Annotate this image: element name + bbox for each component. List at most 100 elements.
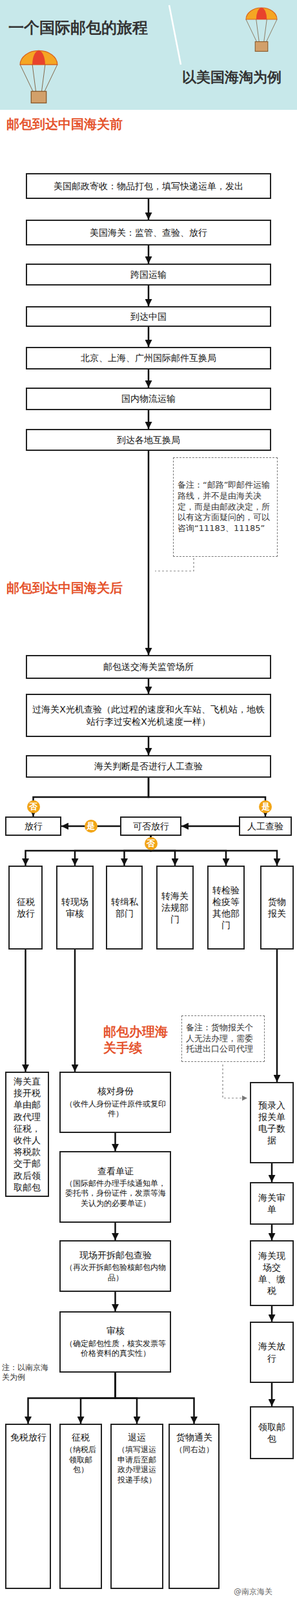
- flow-arrow: [147, 245, 150, 264]
- box-text: 征税: [71, 1430, 90, 1443]
- process-box: 免税放行: [5, 1423, 52, 1589]
- box-text: 美国海关：监管、查验、放行: [89, 226, 208, 239]
- flow-arrow: [74, 949, 77, 1072]
- flow-arrow: [271, 1382, 274, 1406]
- section-heading: 邮包办理海关手续: [103, 1023, 168, 1056]
- box-text: 征税放行: [12, 895, 39, 919]
- box-text: 美国邮政寄收：物品打包，填写快递运单，发出: [53, 180, 244, 192]
- box-text: 转检验检疫等其他部门: [211, 883, 241, 932]
- parachute-illustration: [20, 50, 58, 103]
- box-text: 人工查验: [247, 819, 284, 832]
- box-text: 转海关法规部门: [160, 889, 190, 926]
- note-leader: [222, 1064, 248, 1098]
- process-box: 征税放行: [8, 865, 43, 950]
- box-text: 国内物流运输: [121, 392, 176, 405]
- flow-arrow: [25, 835, 152, 866]
- box-text: 到达中国: [130, 310, 167, 323]
- box-text: 跨国运输: [130, 268, 167, 281]
- flow-arrow: [181, 825, 239, 828]
- flow-arrow: [147, 450, 150, 655]
- box-text: 海关放行: [254, 1339, 290, 1363]
- box-text: 放行: [24, 819, 43, 832]
- process-box: 领取邮包: [249, 1405, 294, 1459]
- flow-arrow: [33, 777, 150, 817]
- process-box: 转海关法规部门: [156, 865, 194, 950]
- flow-arrow: [271, 1305, 274, 1322]
- process-box: 美国邮政寄收：物品打包，填写快递运单，发出: [25, 173, 272, 199]
- note-text: 注：以南京海关为例: [1, 1362, 54, 1382]
- flow-arrow: [80, 1372, 116, 1424]
- process-box: 到达中国: [25, 306, 272, 327]
- decision-badge: 否: [27, 799, 41, 813]
- section-heading: 邮包到达中国海关前: [6, 116, 123, 133]
- process-box: 国内物流运输: [25, 387, 272, 410]
- flow-arrow: [271, 1224, 274, 1240]
- process-box: 美国海关：监管、查验、放行: [25, 219, 272, 246]
- process-box: 到达各地互换局: [25, 428, 272, 451]
- detail-text: （确定邮包性质，核实发票等价格资料的真实性）: [63, 1338, 167, 1359]
- process-box: 转检验检疫等其他部门: [207, 865, 245, 950]
- note-box: 备注：货物报关个人无法办理，需委托进出口公司代理: [181, 1014, 265, 1062]
- process-box: 货物通关（同右边）: [168, 1423, 220, 1589]
- flow-arrow: [151, 835, 278, 866]
- box-text: 转现场审核: [60, 895, 90, 919]
- flow-arrow: [147, 678, 150, 694]
- detail-text: （填写退运申请后至邮政办理退运投递手续）: [114, 1444, 159, 1485]
- process-box: 海关放行: [249, 1321, 294, 1383]
- flow-arrow: [276, 949, 279, 1082]
- box-text: 北京、上海、广州国际邮件互换局: [80, 351, 217, 364]
- title: 一个国际邮包的旅程: [8, 18, 148, 38]
- flow-arrow: [115, 1372, 195, 1424]
- detail-text: （收件人身份证件原件或复印件）: [63, 1098, 167, 1119]
- flow-arrow: [28, 1372, 116, 1424]
- box-text: 转缉私部门: [110, 895, 139, 919]
- process-box: 转现场审核: [56, 865, 94, 950]
- box-text: 海关判断是否进行人工查验: [94, 759, 203, 772]
- process-box: 放行: [5, 816, 62, 836]
- box-text: 核对身份: [97, 1084, 134, 1097]
- detail-text: （再次开拆邮包验核邮包内物品）: [63, 1262, 167, 1283]
- note-leader: [154, 557, 194, 571]
- note-box: 备注：“邮路”即邮件运输路线，并不是由海关决定，而是由邮政决定，所以有这方面疑问…: [173, 457, 278, 557]
- box-text: 预录入报关单电子数据: [254, 1098, 290, 1147]
- detail-text: （同右边）: [174, 1444, 214, 1455]
- flow-arrow: [271, 1162, 274, 1182]
- flow-arrow: [147, 409, 150, 429]
- process-box: 转缉私部门: [105, 865, 143, 950]
- detail-text: （国际邮件办理手续通知单，委托书，身份证件，发票等海关认为的必要单证）: [63, 1178, 167, 1209]
- box-text: 查看单证: [97, 1164, 134, 1177]
- box-text: 海关审单: [254, 1191, 290, 1215]
- subtitle: 以美国海淘为例: [182, 68, 282, 87]
- flow-arrow: [147, 736, 150, 755]
- process-box: 可否放行: [120, 816, 182, 836]
- process-box: 海关现场交单、缴税: [249, 1239, 294, 1306]
- parachute-illustration: [245, 7, 277, 52]
- flow-arrow: [74, 835, 152, 866]
- process-box: 现场开拆邮包查验（再次开拆邮包验核邮包内物品）: [59, 1239, 172, 1292]
- section-heading: 邮包到达中国海关后: [6, 579, 123, 596]
- flow-arrow: [148, 777, 266, 817]
- flow-arrow: [24, 949, 27, 1072]
- flow-arrow: [114, 1132, 117, 1151]
- process-box: 审核（确定邮包性质，核实发票等价格资料的真实性）: [59, 1310, 172, 1373]
- box-text: 备注：“邮路”即邮件运输路线，并不是由海关决定，而是由邮政决定，所以有这方面疑问…: [177, 479, 274, 534]
- box-text: 免税放行: [10, 1430, 47, 1443]
- process-box: 跨国运输: [25, 263, 272, 286]
- process-box: 海关审单: [249, 1181, 294, 1225]
- process-box: 海关直接开税单由邮政代理征税，收件人将税款交于邮政后领取邮包: [5, 1071, 50, 1197]
- flow-arrow: [114, 1222, 117, 1240]
- process-box: 查看单证（国际邮件办理手续通知单，委托书，身份证件，发票等海关认为的必要单证）: [59, 1150, 172, 1223]
- process-box: 货物报关: [260, 865, 294, 950]
- box-text: 备注：货物报关个人无法办理，需委托进出口公司代理: [185, 1022, 261, 1055]
- box-text: 货物报关: [264, 895, 290, 919]
- decision-badge: 是: [258, 799, 272, 813]
- watermark: @南京海关: [233, 1586, 273, 1597]
- box-text: 退运: [127, 1430, 146, 1443]
- detail-text: （纳税后领取邮包）: [63, 1444, 98, 1475]
- flow-arrow: [147, 326, 150, 347]
- process-box: 过海关X光机查验（此过程的速度和火车站、飞机站，地铁站行李过安检X光机速度一样）: [25, 693, 272, 737]
- header-band: [0, 0, 297, 110]
- box-text: 领取邮包: [254, 1420, 290, 1444]
- box-text: 货物通关: [176, 1430, 213, 1443]
